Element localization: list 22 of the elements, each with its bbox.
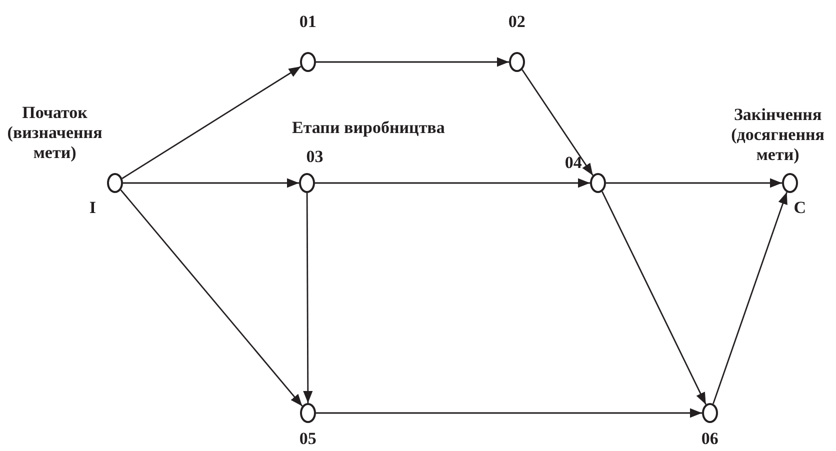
arrow [712, 192, 788, 404]
node-id: C [794, 198, 806, 218]
arrow [602, 191, 706, 405]
arrow [303, 193, 313, 403]
stage-caption: Закінчення (досягнення мети) [730, 104, 826, 165]
arrow [606, 178, 782, 188]
arrow [122, 66, 302, 180]
node-id: 01 [299, 12, 316, 32]
arrow [315, 178, 590, 188]
node-id: I [89, 198, 96, 218]
node-id: 02 [508, 12, 526, 32]
arrow [123, 178, 299, 188]
node-id: 03 [306, 146, 324, 167]
node-id: 05 [299, 428, 316, 449]
arrow [316, 408, 702, 418]
stage-caption: Початок (визначення мети) [6, 102, 104, 163]
diagram-label: Етапи виробництва [292, 118, 445, 138]
arrow [120, 189, 303, 407]
arrow [316, 57, 509, 67]
node-id: 04 [564, 152, 582, 173]
node-id: 06 [701, 428, 718, 449]
arrow [522, 69, 594, 176]
